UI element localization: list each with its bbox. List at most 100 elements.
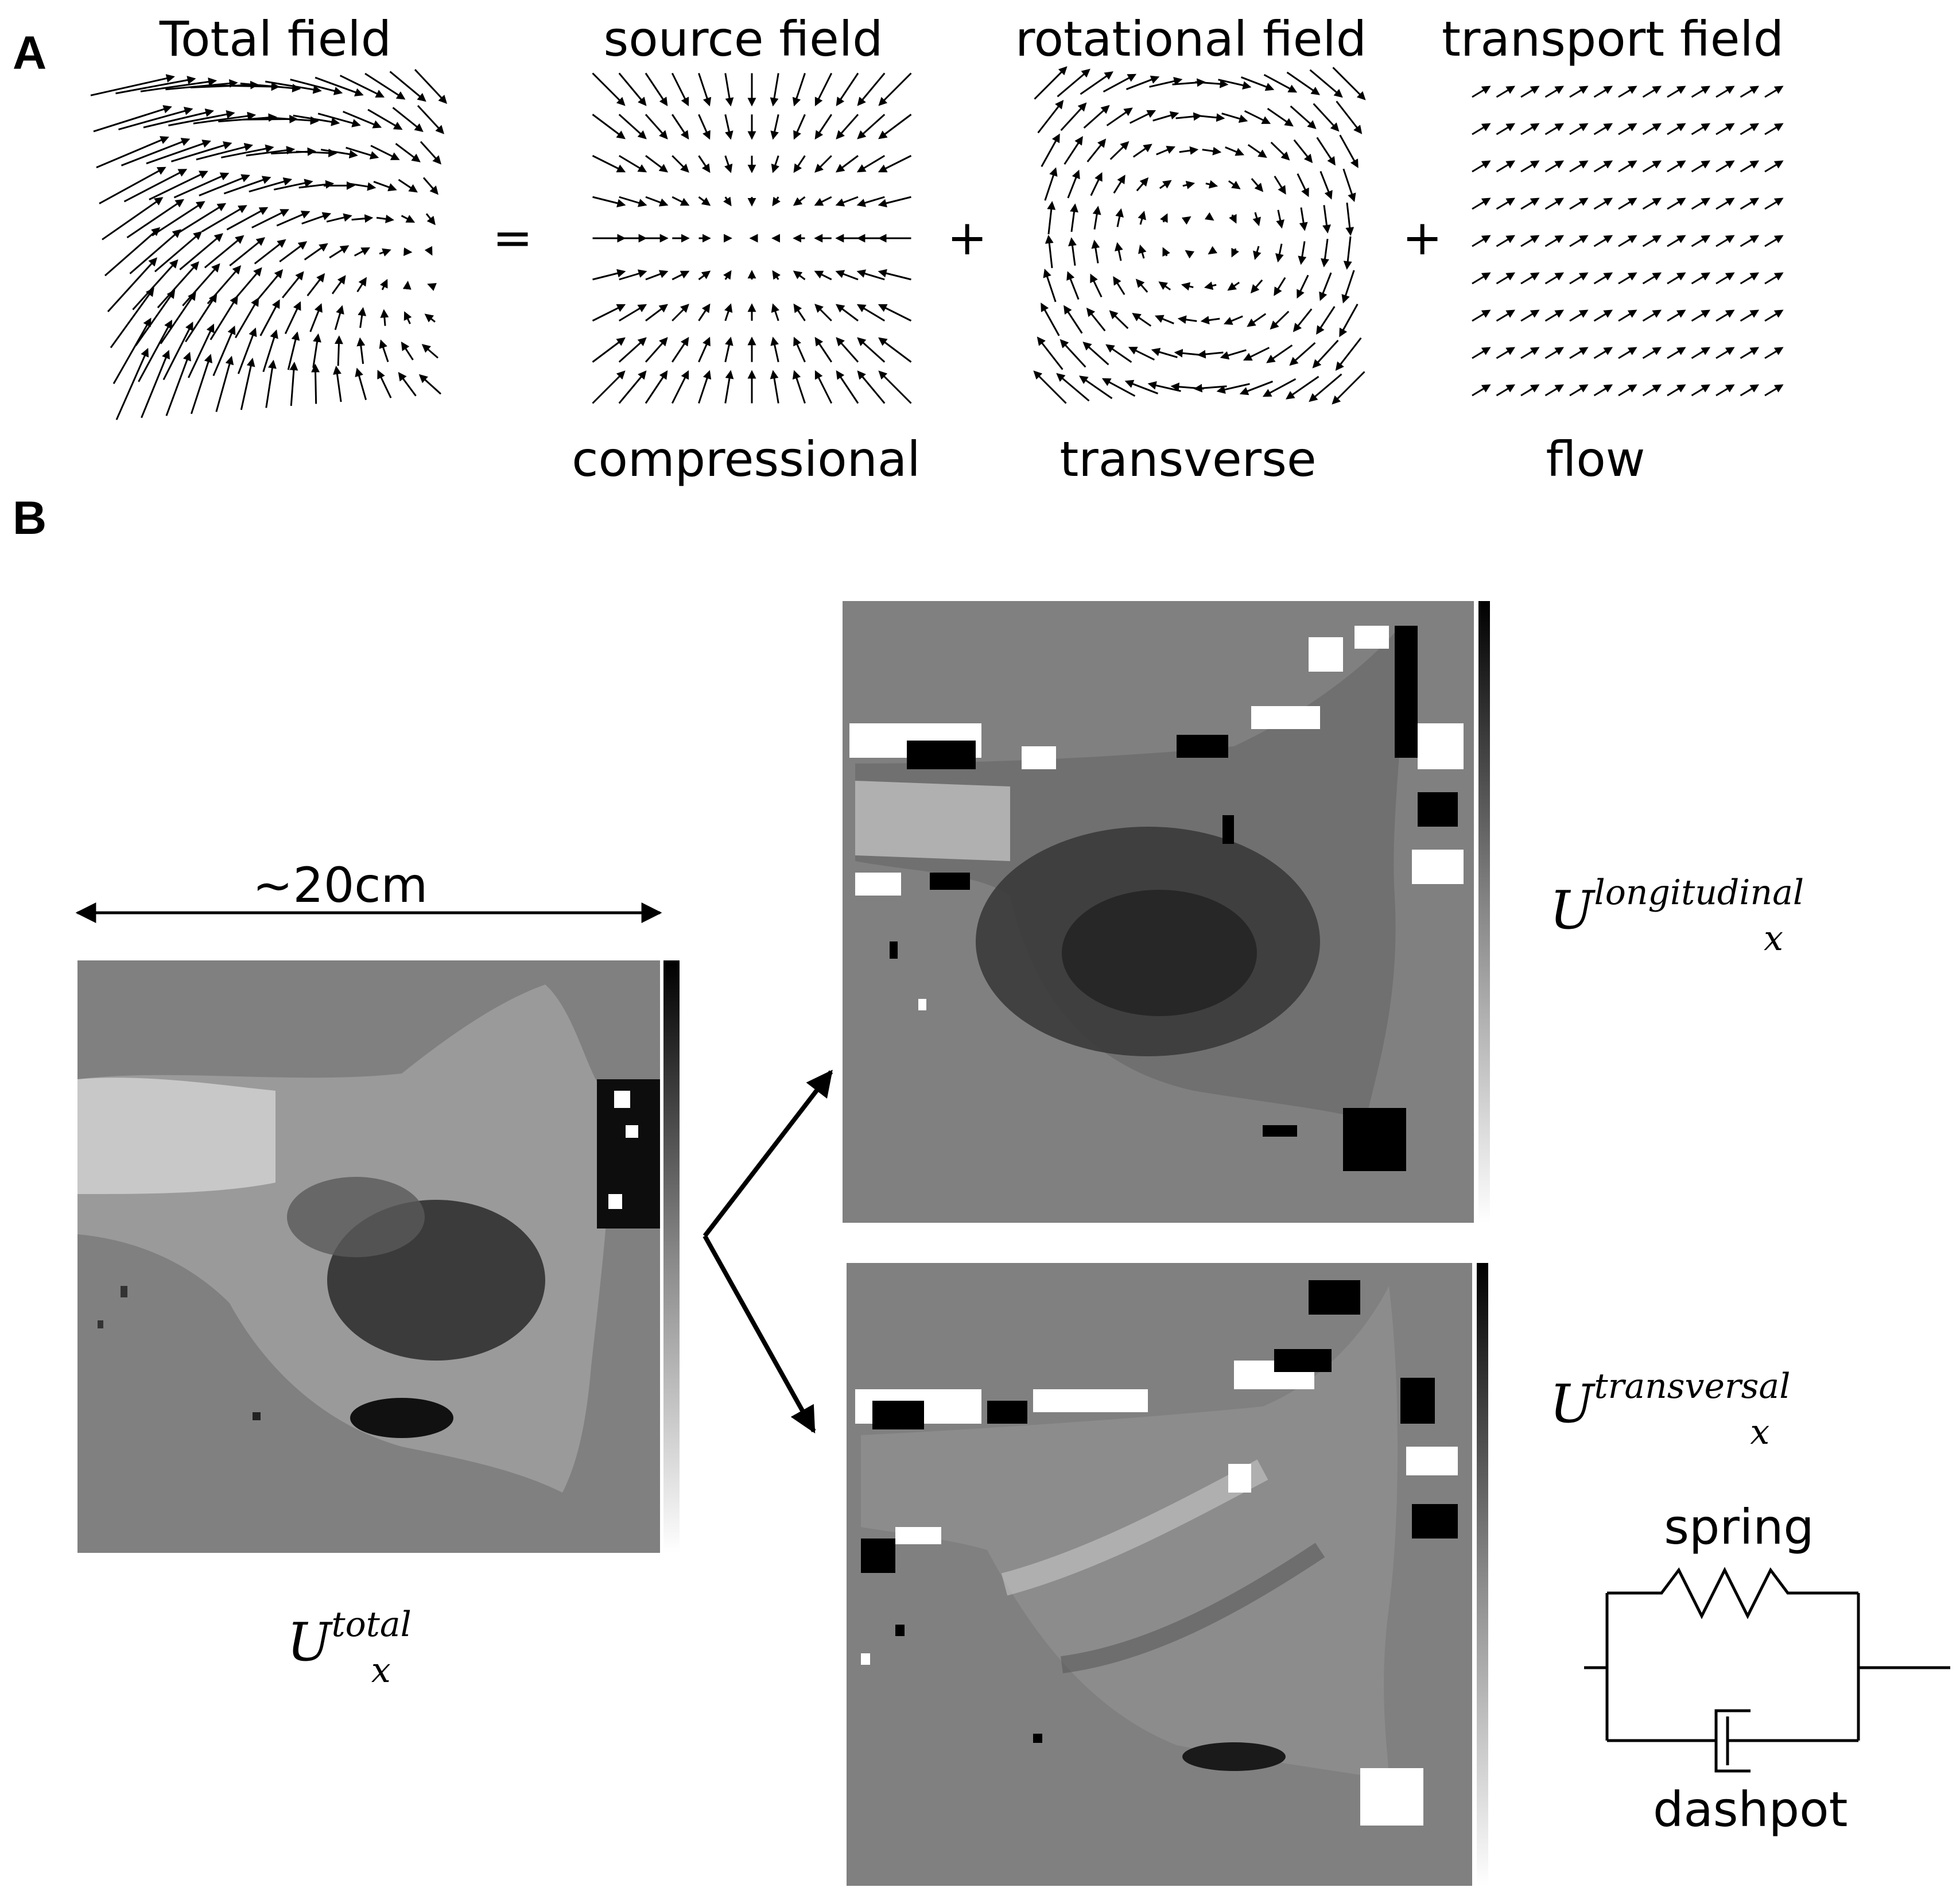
field-vector (835, 196, 859, 207)
total-displacement-map (77, 960, 660, 1553)
field-vector (1740, 347, 1760, 359)
field-vector (1267, 107, 1294, 127)
field-vector (1204, 212, 1214, 221)
field-vector (1593, 86, 1613, 98)
field-vector (1569, 123, 1589, 135)
field-vector (592, 337, 626, 363)
field-vector (1043, 268, 1057, 303)
field-vector (355, 367, 367, 400)
field-vector (814, 196, 832, 206)
field-vector (1128, 347, 1155, 361)
field-vector (1764, 272, 1784, 285)
field-vector (1218, 79, 1252, 90)
field-vector (1115, 208, 1124, 227)
total-displacement-label: Utotalx (287, 1607, 431, 1688)
field-vector (317, 113, 361, 127)
field-vector (1691, 123, 1711, 135)
field-vector (1275, 243, 1284, 263)
field-vector (1618, 235, 1637, 247)
field-vector (1045, 234, 1054, 269)
field-vector (1339, 303, 1359, 338)
field-vector (346, 146, 379, 160)
field-vector (1044, 167, 1058, 201)
field-vector (356, 337, 366, 364)
field-vector (343, 110, 382, 129)
field-vector (1618, 347, 1637, 359)
field-vector (1520, 197, 1540, 210)
field-vector (878, 154, 912, 173)
field-vector (1496, 347, 1516, 359)
field-vector (329, 245, 350, 259)
field-vector (1221, 113, 1248, 123)
field-vector (1321, 238, 1329, 268)
field-vector (398, 371, 417, 397)
field-vector (1667, 123, 1686, 135)
field-vector (836, 337, 859, 363)
field-vector (1544, 309, 1565, 322)
field-vector (1064, 305, 1083, 334)
field-vector (1250, 279, 1263, 294)
field-vector (279, 241, 308, 263)
field-vector (312, 333, 321, 368)
field-vector (1204, 281, 1217, 290)
field-vector (698, 196, 711, 206)
field-vector (173, 172, 230, 199)
field-vector (671, 370, 689, 404)
source-field-vectors (592, 72, 912, 404)
field-vector (1345, 202, 1354, 237)
field-vector (1618, 272, 1637, 285)
field-vector (1472, 347, 1491, 359)
field-vector (1286, 71, 1320, 95)
field-vector (1319, 272, 1332, 301)
field-vector (1691, 235, 1711, 247)
field-vector (162, 321, 193, 381)
field-vector (1472, 197, 1491, 210)
field-vector (1293, 308, 1313, 332)
field-vector (1342, 168, 1356, 203)
field-vector (770, 114, 779, 140)
field-vector (334, 335, 343, 366)
field-vector (1472, 123, 1491, 135)
field-vector (1569, 235, 1589, 247)
field-vector (1181, 282, 1194, 291)
field-vector (165, 351, 191, 416)
field-vector (878, 304, 912, 322)
field-vector (1251, 178, 1264, 192)
field-vector (1138, 244, 1147, 259)
field-vector (1691, 309, 1711, 322)
field-vector (1309, 373, 1342, 402)
field-vector (857, 72, 886, 106)
field-vector (304, 243, 328, 261)
transversal-label-sub: x (1750, 1412, 1770, 1452)
field-vector (1216, 383, 1250, 394)
field-vector (298, 180, 335, 189)
field-vector (698, 336, 711, 363)
compressional-label: compressional (572, 431, 921, 487)
field-vector (379, 248, 391, 257)
field-vector (1544, 160, 1565, 173)
field-vector (1286, 375, 1319, 400)
field-vector (1152, 111, 1179, 122)
field-vector (418, 374, 442, 395)
field-vector (1764, 309, 1784, 322)
field-vector (1740, 309, 1760, 322)
field-vector (422, 177, 438, 195)
field-vector (223, 176, 271, 195)
total-label-base: U (287, 1611, 332, 1673)
field-vector (1569, 384, 1589, 397)
field-vector (770, 73, 779, 107)
field-vector (1156, 146, 1176, 156)
field-vector (1086, 138, 1107, 162)
field-vector (427, 282, 437, 291)
field-vector (1289, 342, 1316, 366)
field-vector (367, 108, 403, 130)
field-vector (421, 344, 438, 359)
field-vector (1496, 235, 1516, 247)
field-vector (168, 110, 235, 127)
source-field-title: source field (603, 11, 883, 67)
field-vector (1132, 144, 1152, 158)
field-vector (1200, 316, 1220, 325)
field-vector (417, 104, 445, 134)
field-vector (592, 114, 626, 139)
field-vector (770, 336, 779, 362)
